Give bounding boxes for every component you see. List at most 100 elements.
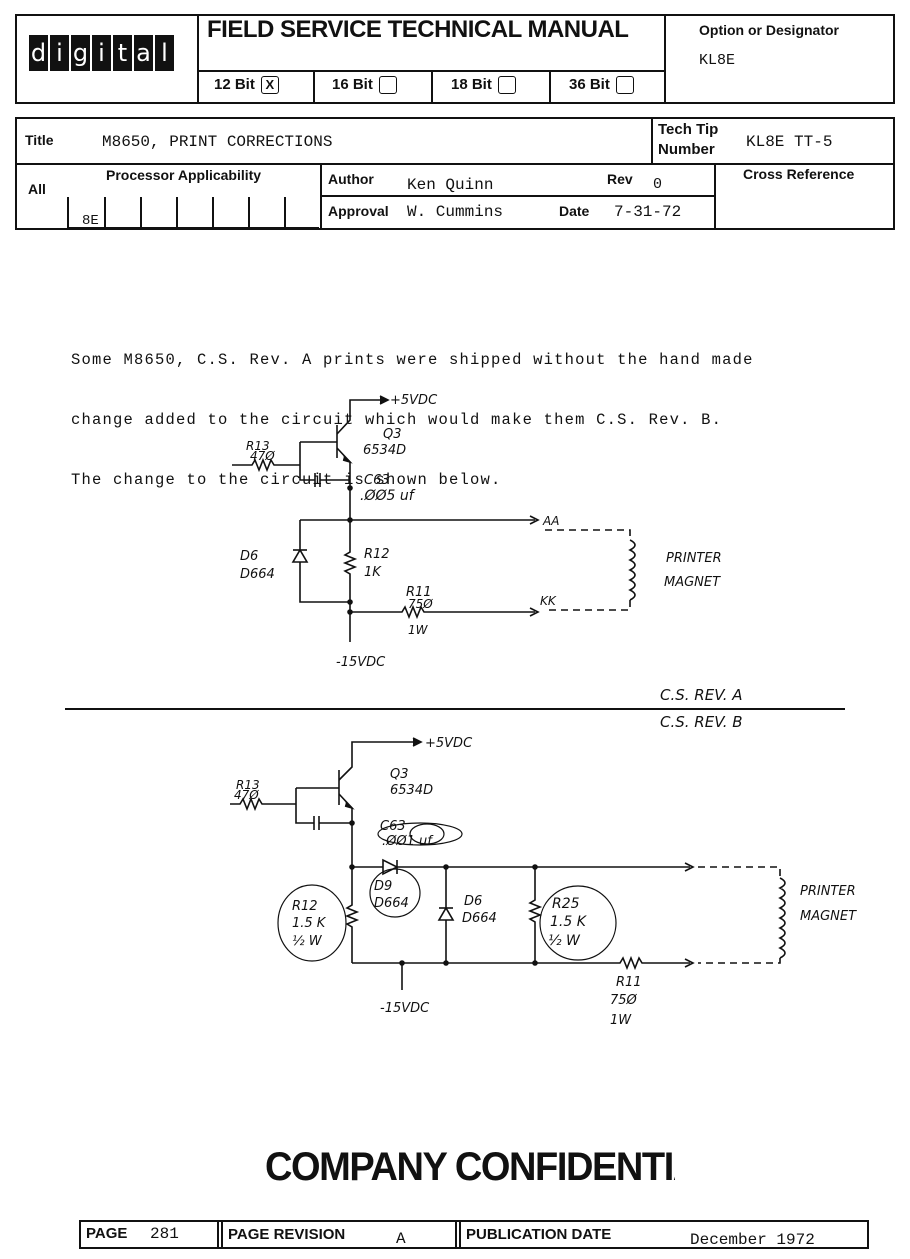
body-text: Some M8650, C.S. Rev. A prints were ship… bbox=[71, 310, 754, 510]
pubdate-label: PUBLICATION DATE bbox=[466, 1226, 612, 1243]
techtip-label-line: Tech Tip bbox=[658, 121, 719, 138]
page-label: PAGE bbox=[86, 1225, 128, 1242]
crossref-label: Cross Reference bbox=[743, 166, 855, 182]
label: 1.5 K bbox=[550, 914, 588, 930]
rev-value: 0 bbox=[653, 176, 663, 193]
bit-label: 12 Bit bbox=[214, 76, 255, 93]
label: D6 bbox=[464, 894, 482, 909]
author-value: Ken Quinn bbox=[407, 176, 494, 194]
label: +5VDC bbox=[390, 393, 438, 408]
techtip-label: Tech Tip Number bbox=[658, 120, 718, 160]
stamp-text: COMPANY CONFIDENTIAL bbox=[265, 1145, 675, 1181]
label: 1.5 K bbox=[292, 916, 327, 931]
label: 75Ø bbox=[408, 597, 433, 611]
label: R11 bbox=[406, 585, 432, 600]
bit-checkbox[interactable] bbox=[378, 76, 397, 95]
bit-checkbox[interactable] bbox=[497, 76, 516, 95]
bit-option-12: 12 Bit X bbox=[214, 76, 279, 95]
rev-label: Rev bbox=[607, 171, 633, 187]
processor-value: 8E bbox=[82, 213, 99, 229]
label: ½ W bbox=[292, 934, 323, 949]
label: R12 bbox=[292, 899, 318, 914]
label: R11 bbox=[616, 975, 642, 990]
label: 6534D bbox=[363, 443, 406, 458]
manual-title: FIELD SERVICE TECHNICAL MANUAL bbox=[207, 16, 629, 43]
confidential-stamp: COMPANY CONFIDENTIAL bbox=[265, 1133, 675, 1181]
label: D664 bbox=[374, 896, 409, 911]
label: 75Ø bbox=[610, 993, 638, 1008]
rev-a-label: C.S. REV. A bbox=[660, 686, 743, 704]
label: MAGNET bbox=[800, 909, 857, 924]
info-block bbox=[15, 117, 895, 230]
pubdate-value: December 1972 bbox=[690, 1231, 815, 1249]
body-line: Some M8650, C.S. Rev. A prints were ship… bbox=[71, 351, 754, 369]
bit-option-18: 18 Bit bbox=[451, 76, 516, 95]
techtip-value: KL8E TT-5 bbox=[746, 133, 833, 151]
logo-letter: t bbox=[113, 35, 132, 71]
footer-block bbox=[79, 1220, 869, 1249]
label: .ØØ1 uf bbox=[382, 834, 434, 849]
revision-label: PAGE REVISION bbox=[228, 1226, 346, 1243]
bit-checkbox[interactable] bbox=[615, 76, 634, 95]
logo-letter: i bbox=[50, 35, 69, 71]
label: 47Ø bbox=[250, 449, 275, 463]
label: ½ W bbox=[548, 933, 581, 949]
label: 6534D bbox=[390, 783, 433, 798]
logo-letter: g bbox=[71, 35, 90, 71]
schematic-rev-a: +5VDC Q3 6534D R13 47Ø C63 .ØØ5 uf D6 D6… bbox=[232, 393, 722, 670]
revision-value: A bbox=[396, 1230, 406, 1248]
all-label: All bbox=[28, 181, 46, 197]
label: 1W bbox=[610, 1013, 632, 1028]
page-value: 281 bbox=[150, 1225, 179, 1243]
title-label: Title bbox=[25, 132, 54, 148]
bit-label: 36 Bit bbox=[569, 76, 610, 93]
label: D6 bbox=[240, 549, 258, 564]
option-value: KL8E bbox=[699, 52, 736, 69]
bit-label: 18 Bit bbox=[451, 76, 492, 93]
date-label: Date bbox=[559, 203, 590, 219]
label: MAGNET bbox=[664, 575, 721, 590]
revision-divider bbox=[65, 708, 845, 710]
label: D664 bbox=[240, 567, 275, 582]
label: C63 bbox=[364, 473, 390, 488]
label: Q3 bbox=[383, 427, 402, 442]
logo-letter: l bbox=[155, 35, 174, 71]
label: PRINTER bbox=[666, 551, 722, 566]
logo-letter: i bbox=[92, 35, 111, 71]
approval-value: W. Cummins bbox=[407, 203, 504, 221]
label: .ØØ5 uf bbox=[360, 488, 416, 504]
header-block bbox=[15, 14, 895, 104]
label: R13 bbox=[246, 439, 270, 453]
title-value: M8650, PRINT CORRECTIONS bbox=[102, 133, 333, 151]
label: R12 bbox=[364, 547, 390, 562]
label: C63 bbox=[380, 819, 406, 834]
approval-label: Approval bbox=[328, 203, 389, 219]
label: +5VDC bbox=[425, 736, 473, 751]
body-line: change added to the circuit which would … bbox=[71, 411, 723, 429]
label: 1W bbox=[408, 623, 429, 637]
bit-checkbox[interactable]: X bbox=[260, 76, 279, 95]
logo-letter: d bbox=[29, 35, 48, 71]
author-label: Author bbox=[328, 171, 374, 187]
rev-b-label: C.S. REV. B bbox=[660, 713, 743, 731]
bit-option-36: 36 Bit bbox=[569, 76, 634, 95]
option-label: Option or Designator bbox=[699, 22, 839, 38]
label: 47Ø bbox=[234, 788, 259, 802]
label: R13 bbox=[236, 778, 260, 792]
logo-letter: a bbox=[134, 35, 153, 71]
bit-label: 16 Bit bbox=[332, 76, 373, 93]
label: R25 bbox=[552, 896, 580, 912]
techtip-label-line: Number bbox=[658, 141, 715, 158]
label: D9 bbox=[374, 879, 392, 894]
label: -15VDC bbox=[380, 1001, 430, 1016]
processor-label: Processor Applicability bbox=[106, 167, 262, 183]
label: Q3 bbox=[390, 767, 409, 782]
label: KK bbox=[540, 594, 557, 608]
label: PRINTER bbox=[800, 884, 856, 899]
label: AA bbox=[542, 514, 559, 528]
schematic-rev-b: +5VDC Q3 6534D R13 47Ø C63 .ØØ1 uf R12 1… bbox=[230, 736, 857, 1028]
label: 1K bbox=[364, 565, 382, 580]
label: -15VDC bbox=[336, 655, 386, 670]
bit-option-16: 16 Bit bbox=[332, 76, 397, 95]
